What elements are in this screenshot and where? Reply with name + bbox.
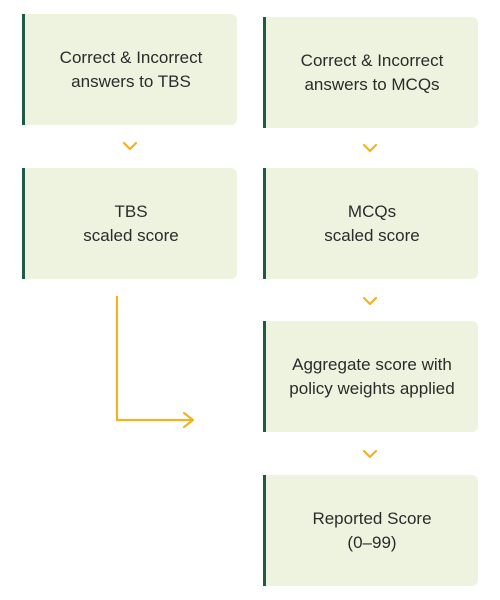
node-tbs-scaled-line-1: TBS [114, 201, 148, 221]
node-reported-score-line-2: (0–99) [347, 532, 397, 552]
node-tbs-answers-line-2: answers to TBS [71, 71, 191, 91]
node-reported-score: Reported Score (0–99) [263, 475, 478, 586]
node-tbs-scaled-line-2: scaled score [83, 225, 179, 245]
node-mcq-answers: Correct & Incorrect answers to MCQs [263, 17, 478, 128]
node-mcq-scaled-line-2: scaled score [324, 225, 420, 245]
node-mcq-scaled: MCQs scaled score [263, 168, 478, 279]
node-tbs-scaled: TBS scaled score [22, 168, 237, 279]
node-mcq-scaled-line-1: MCQs [347, 201, 397, 221]
chevron-down-icon [362, 296, 378, 306]
node-reported-score-line-1: Reported Score [312, 508, 432, 528]
node-tbs-answers: Correct & Incorrect answers to TBS [22, 14, 237, 125]
node-aggregate-line-2: policy weights applied [289, 378, 455, 398]
node-mcq-answers-line-2: answers to MCQs [304, 74, 440, 94]
node-tbs-answers-line-1: Correct & Incorrect [59, 47, 203, 67]
node-aggregate-line-1: Aggregate score with [292, 354, 452, 374]
node-aggregate: Aggregate score with policy weights appl… [263, 321, 478, 432]
node-mcq-answers-line-1: Correct & Incorrect [300, 50, 444, 70]
chevron-down-icon [122, 141, 138, 151]
chevron-down-icon [362, 449, 378, 459]
chevron-down-icon [362, 143, 378, 153]
